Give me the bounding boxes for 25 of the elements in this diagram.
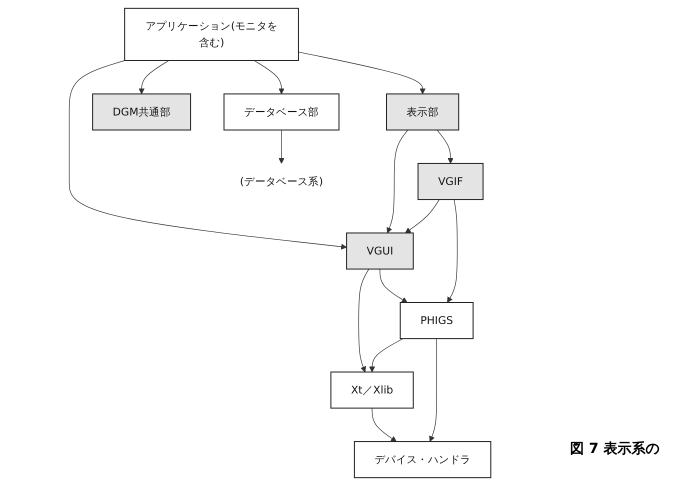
arrow bbox=[436, 130, 454, 164]
arrow bbox=[405, 199, 440, 234]
node-box: デバイス・ハンドラ bbox=[354, 441, 492, 478]
arrow bbox=[386, 130, 408, 234]
node-text: (データベース系) bbox=[240, 174, 324, 188]
arrow bbox=[358, 268, 370, 372]
arrow bbox=[369, 338, 404, 372]
arrow bbox=[278, 130, 284, 164]
arrow bbox=[447, 199, 458, 303]
arrow bbox=[429, 338, 438, 442]
arrow bbox=[138, 60, 170, 94]
arrow bbox=[372, 408, 397, 442]
figure-caption: 図 7 表示系の bbox=[570, 440, 660, 458]
arrow bbox=[254, 60, 284, 94]
node-box: VGUI bbox=[346, 232, 414, 270]
node-box: DGM共通部 bbox=[92, 93, 192, 131]
arrow bbox=[298, 52, 426, 94]
node-box: データベース部 bbox=[224, 93, 340, 131]
arrow bbox=[380, 268, 408, 303]
node-box: Xt／Xlib bbox=[330, 372, 414, 409]
node-box: 表示部 bbox=[386, 93, 460, 131]
node-box: アプリケーション(モニタを含む) bbox=[124, 8, 299, 61]
node-box: VGIF bbox=[418, 162, 484, 200]
node-box: PHIGS bbox=[400, 302, 474, 340]
arrow bbox=[68, 60, 347, 250]
